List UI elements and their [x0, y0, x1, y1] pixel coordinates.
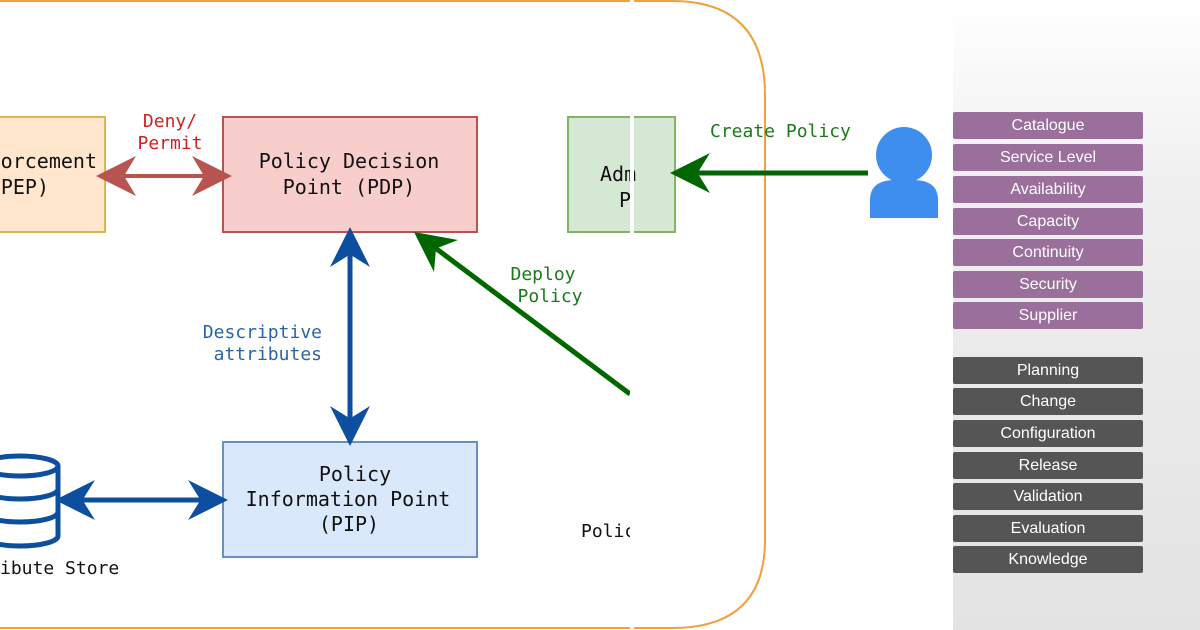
- policy-boundary: [0, 0, 766, 629]
- pdp-box[interactable]: [222, 116, 478, 233]
- pap-line2: P: [619, 188, 631, 212]
- deny-label: Deny/: [143, 111, 197, 132]
- pep-line1: orcement: [1, 149, 97, 173]
- pep-box[interactable]: [0, 116, 106, 233]
- policy-architecture-diagram: orcement PEP) Policy Decision Point (PDP…: [0, 0, 938, 630]
- knowledge-item[interactable]: Knowledge: [953, 546, 1143, 573]
- deploy-label: Deploy: [510, 264, 575, 285]
- user-icon: [870, 127, 938, 218]
- polic-label: Polic: [581, 521, 635, 542]
- availability-item[interactable]: Availability: [953, 176, 1143, 203]
- security-item[interactable]: Security: [953, 271, 1143, 298]
- supplier-item[interactable]: Supplier: [953, 302, 1143, 329]
- pep-line2: PEP): [1, 175, 49, 199]
- pip-line2: Information Point: [246, 487, 451, 511]
- pap-box[interactable]: [567, 116, 676, 233]
- change-item[interactable]: Change: [953, 388, 1143, 415]
- pip-box[interactable]: [222, 441, 478, 558]
- descriptive-label: Descriptive: [203, 322, 322, 343]
- release-item[interactable]: Release: [953, 452, 1143, 479]
- configuration-item[interactable]: Configuration: [953, 420, 1143, 447]
- service-level-item[interactable]: Service Level: [953, 144, 1143, 171]
- planning-item[interactable]: Planning: [953, 357, 1143, 384]
- attribute-store-label: ibute Store: [0, 558, 119, 579]
- database-icon: [0, 453, 61, 549]
- attributes-label: attributes: [214, 344, 322, 365]
- pdp-line1: Policy Decision: [259, 149, 440, 173]
- diagram-canvas: orcement PEP) Policy Decision Point (PDP…: [0, 0, 938, 630]
- pip-line1: Policy: [319, 462, 391, 486]
- evaluation-item[interactable]: Evaluation: [953, 515, 1143, 542]
- validation-item[interactable]: Validation: [953, 483, 1143, 510]
- create-policy-label: Create Policy: [710, 121, 851, 142]
- capacity-item[interactable]: Capacity: [953, 208, 1143, 235]
- permit-label: Permit: [137, 133, 202, 154]
- deploy-policy-arrow: [414, 232, 632, 396]
- image-seam: [630, 0, 634, 630]
- continuity-item[interactable]: Continuity: [953, 239, 1143, 266]
- policy-label: Policy: [517, 286, 582, 307]
- pip-line3: (PIP): [319, 512, 379, 536]
- pdp-line2: Point (PDP): [283, 175, 415, 199]
- catalogue-item[interactable]: Catalogue: [953, 112, 1143, 139]
